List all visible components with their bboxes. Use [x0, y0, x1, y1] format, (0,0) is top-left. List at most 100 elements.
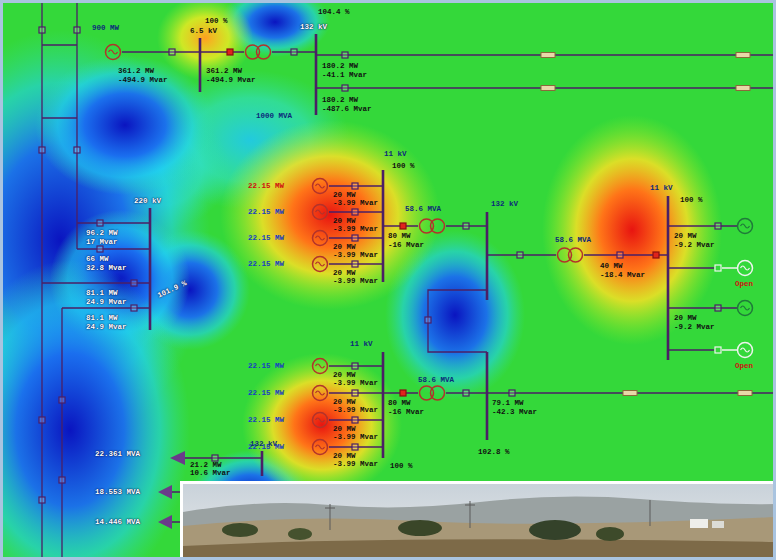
- flow-mvar: -16 Mvar: [388, 408, 424, 417]
- breaker-symbol: [400, 223, 406, 229]
- flow-mw: 180.2 MW: [322, 62, 358, 71]
- flow-mw: 20 MW: [333, 217, 356, 226]
- generator-symbol: [738, 219, 753, 234]
- flow-mvar: -494.9 Mvar: [206, 76, 256, 85]
- breaker-symbol: [352, 235, 358, 241]
- line-segment-symbol: [736, 86, 750, 91]
- flow-mw: 361.2 MW: [206, 67, 242, 76]
- voltage-label: 220 kV: [134, 197, 161, 206]
- breaker-symbol: [39, 417, 45, 423]
- rating-label: 58.6 MVA: [405, 205, 441, 214]
- breaker-symbol: [517, 252, 523, 258]
- status-label: Open: [735, 280, 753, 289]
- flow-mw: 40 MW: [600, 262, 623, 271]
- breaker-symbol: [74, 147, 80, 153]
- generator-line: [329, 186, 383, 264]
- rating-label: 58.6 MVA: [418, 376, 454, 385]
- generator-symbol: [313, 386, 328, 401]
- flow-mvar: 32.8 Mvar: [86, 264, 127, 273]
- tie-line: [42, 45, 77, 118]
- flow-mw: 96.2 MW: [86, 229, 118, 238]
- breaker-symbol: [59, 477, 65, 483]
- photo-building: [690, 519, 708, 528]
- flow-mw: 66 MW: [86, 255, 109, 264]
- photo-building: [712, 521, 724, 528]
- generator-line: [668, 226, 737, 350]
- load-arrow: [158, 515, 172, 529]
- flow-mvar: -3.99 Mvar: [333, 406, 378, 415]
- breaker-symbol: [715, 223, 721, 229]
- contour-blob: [157, 0, 253, 80]
- photo-slope: [183, 517, 776, 560]
- flow-mvar: -3.99 Mvar: [333, 460, 378, 469]
- photo-pole: [325, 500, 650, 530]
- breaker-symbol: [463, 390, 469, 396]
- generator-symbol: [313, 413, 328, 428]
- voltage-label: 11 kV: [350, 340, 373, 349]
- breaker-symbol: [97, 220, 103, 226]
- power-label: 900 MW: [92, 24, 119, 33]
- flow-mvar: -494.9 Mvar: [118, 76, 168, 85]
- voltage-label: 132 kV: [491, 200, 518, 209]
- line-segment-symbol: [736, 53, 750, 58]
- photo-tree: [529, 520, 581, 540]
- rating-label: 58.6 MVA: [555, 236, 591, 245]
- load-arrow: [170, 451, 185, 465]
- generator-symbol: [313, 205, 328, 220]
- breaker-symbol: [352, 183, 358, 189]
- flow-mvar: -3.99 Mvar: [333, 199, 378, 208]
- flow-mw: 79.1 MW: [492, 399, 524, 408]
- flow-mvar: -16 Mvar: [388, 241, 424, 250]
- transformer-symbol: [558, 248, 583, 262]
- flow-mvar: -3.99 Mvar: [333, 433, 378, 442]
- voltage-contour: [0, 0, 722, 560]
- breaker-symbol: [352, 363, 358, 369]
- loading-percent: 100 %: [390, 462, 413, 471]
- flow-mw: 80 MW: [388, 232, 411, 241]
- feeder-line: [122, 51, 200, 52]
- flow-mvar: -41.1 Mvar: [322, 71, 367, 80]
- breaker-symbol: [74, 27, 80, 33]
- feeder-line: [383, 392, 487, 393]
- busbar: [261, 451, 264, 476]
- load-arrow: [158, 485, 172, 499]
- equipment-symbols: [39, 27, 753, 503]
- feeder-line: [487, 254, 668, 255]
- generator-symbol: [738, 301, 753, 316]
- transformer-symbol: [246, 45, 271, 59]
- photo-tree: [398, 520, 442, 536]
- flow-mvar: -42.3 Mvar: [492, 408, 537, 417]
- generator-output: 22.15 MW: [248, 182, 284, 191]
- transmission-line: [316, 55, 776, 88]
- open-line: [722, 268, 737, 350]
- loading-percent: 104.4 %: [318, 8, 350, 17]
- breaker-symbol: [59, 397, 65, 403]
- flow-mvar: 24.9 Mvar: [86, 323, 127, 332]
- contour-blob: [220, 120, 440, 310]
- line-segment-symbol: [738, 391, 752, 396]
- breaker-symbol: [97, 246, 103, 252]
- generator-output: 22.15 MW: [248, 260, 284, 269]
- breaker-symbol: [39, 27, 45, 33]
- breaker-symbol: [131, 280, 137, 286]
- generator-symbol: [313, 359, 328, 374]
- generator-output: 22.15 MW: [248, 208, 284, 217]
- generator-output: 22.15 MW: [248, 234, 284, 243]
- tie-line: [428, 290, 487, 352]
- breaker-symbol: [715, 305, 721, 311]
- flow-mw: 20 MW: [333, 269, 356, 278]
- loading-percent: 100 %: [205, 17, 228, 26]
- flow-mvar: -3.99 Mvar: [333, 225, 378, 234]
- breaker-symbol: [342, 52, 348, 58]
- flow-mw: 20 MW: [674, 314, 697, 323]
- line-segment-symbol: [541, 86, 555, 91]
- feeder-line: [200, 51, 316, 52]
- breaker-symbol: [352, 209, 358, 215]
- busbar: [382, 352, 385, 458]
- flow-mw: 180.2 MW: [322, 96, 358, 105]
- generator-symbol: [313, 257, 328, 272]
- flow-mw: 80 MW: [388, 399, 411, 408]
- flow-mw: 20 MW: [333, 398, 356, 407]
